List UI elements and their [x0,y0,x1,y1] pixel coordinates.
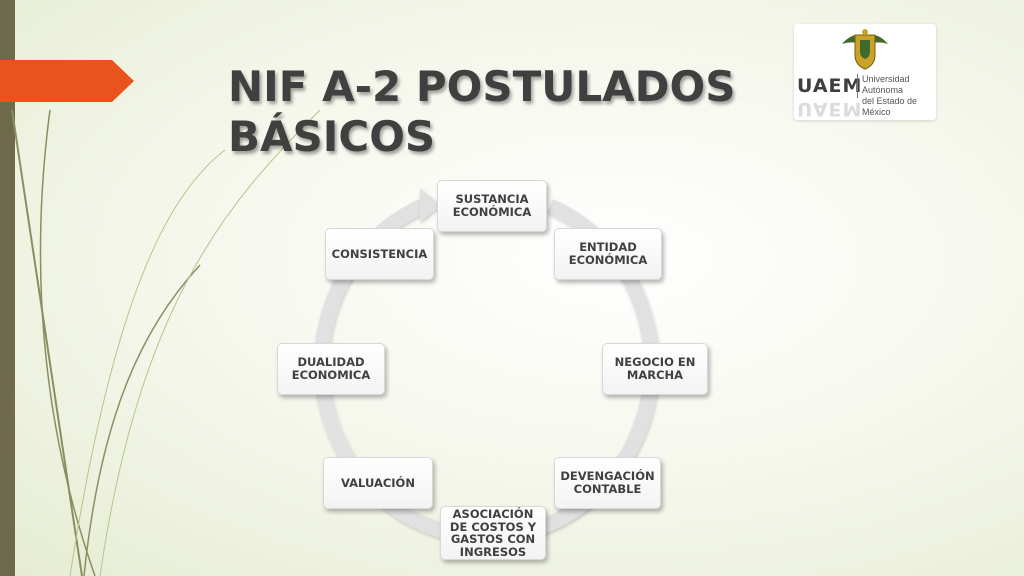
logo-name-line2: del Estado de México [862,96,918,117]
logo-separator [857,74,858,98]
slide-title-line1: NIF A-2 POSTULADOS [228,62,736,111]
cycle-node-label: DEVENGACIÓN CONTABLE [560,469,655,496]
logo-abbreviation: UAEM [797,75,863,97]
crest-icon [842,29,888,70]
left-sidebar-bar [0,0,15,576]
arrow-marker-icon [0,60,134,102]
slide-title-line2: BÁSICOS [228,112,436,161]
cycle-node-label: NEGOCIO EN MARCHA [614,355,696,382]
cycle-node-label: DUALIDAD ECONOMICA [291,355,371,382]
cycle-node-asociacion-costos-gastos: ASOCIACIÓN DE COSTOS Y GASTOS CON INGRES… [440,506,546,560]
university-logo: UAEM Universidad Autónoma del Estado de … [794,24,936,120]
logo-full-name: Universidad Autónoma del Estado de Méxic… [862,74,936,118]
cycle-node-label: CONSISTENCIA [331,246,428,261]
cycle-node-consistencia: CONSISTENCIA [325,228,434,280]
cycle-node-label: SUSTANCIA ECONÓMICA [452,192,532,219]
cycle-node-label: ASOCIACIÓN DE COSTOS Y GASTOS CON INGRES… [449,507,537,559]
cycle-node-devengacion-contable: DEVENGACIÓN CONTABLE [554,457,661,509]
cycle-node-entidad-economica: ENTIDAD ECONÓMICA [554,228,662,280]
cycle-node-dualidad-economica: DUALIDAD ECONOMICA [277,343,385,395]
cycle-node-label: ENTIDAD ECONÓMICA [568,240,648,267]
slide-title: NIF A-2 POSTULADOS BÁSICOS [228,62,735,162]
logo-name-line1: Universidad Autónoma [862,74,910,95]
cycle-node-sustancia-economica: SUSTANCIA ECONÓMICA [437,180,547,232]
cycle-node-negocio-en-marcha: NEGOCIO EN MARCHA [602,343,708,395]
cycle-node-label: VALUACIÓN [341,475,415,490]
cycle-node-valuacion: VALUACIÓN [323,457,433,509]
